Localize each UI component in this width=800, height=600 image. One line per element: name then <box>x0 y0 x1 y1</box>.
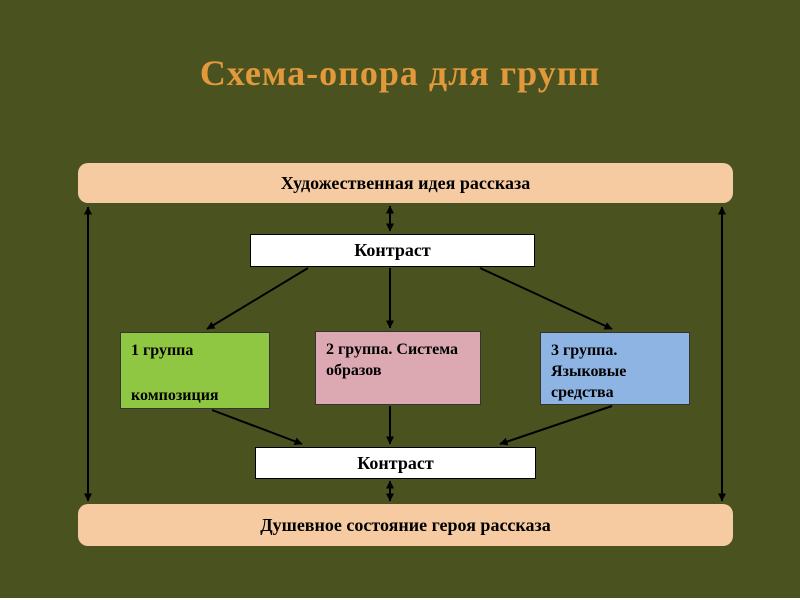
group-1-line-2: композиция <box>131 386 219 404</box>
state-box: Душевное состояние героя рассказа <box>78 504 733 546</box>
group-2-line-1: 2 группа. Система <box>326 341 459 358</box>
group-3-line-2: Языковые <box>551 362 627 380</box>
contrast-top-box: Контраст <box>250 234 535 267</box>
contrast-bottom-box: Контраст <box>255 447 536 479</box>
idea-box: Художественная идея рассказа <box>78 163 733 203</box>
contrast-top-label: Контраст <box>354 240 431 260</box>
slide-title: Схема-опора для групп <box>199 53 601 93</box>
idea-box-label: Художественная идея рассказа <box>280 172 531 193</box>
group-3-line-3: средства <box>551 383 614 401</box>
arrow-group1-to-contrast <box>211 409 303 446</box>
group-3-line-1: 3 группа. <box>551 342 618 359</box>
group-2-box: 2 группа. Система образов <box>315 331 481 405</box>
arrow-contrast-to-group1 <box>206 267 309 330</box>
group-2-line-2: образов <box>326 361 382 379</box>
group-1-line-1: 1 группа <box>131 342 194 359</box>
group-1-box: 1 группа композиция <box>120 332 270 409</box>
slide-bottom-edge <box>0 598 800 600</box>
arrow-group3-to-contrast <box>499 405 613 446</box>
arrow-contrast-to-group3 <box>479 267 613 330</box>
state-box-label: Душевное состояние героя рассказа <box>260 514 551 535</box>
group-3-box: 3 группа. Языковые средства <box>540 332 690 405</box>
contrast-bottom-label: Контраст <box>357 452 434 473</box>
